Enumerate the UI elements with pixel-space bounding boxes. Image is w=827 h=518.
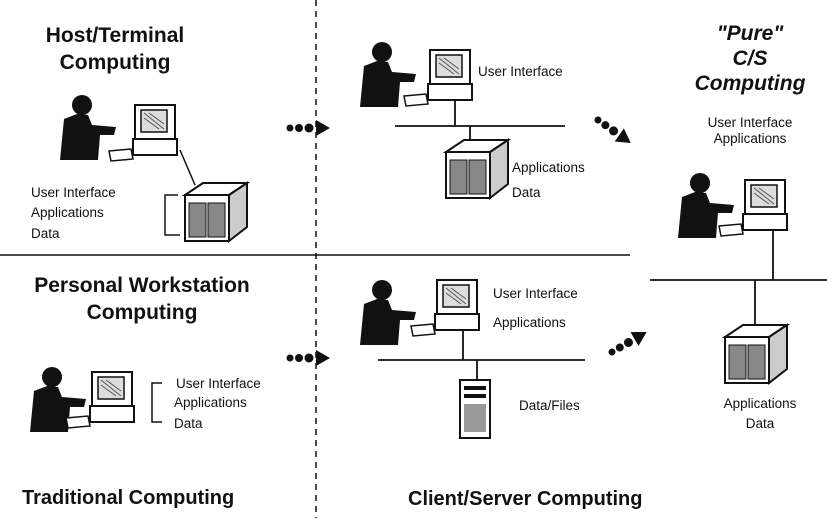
pure-title-line3: Computing: [694, 72, 806, 95]
cs-bottom-server-label: Data/Files: [519, 398, 580, 413]
cs-bottom-client-label-ui: User Interface: [493, 286, 578, 301]
host-title-line2: Computing: [59, 51, 171, 74]
pure-client-label-apps: Applications: [713, 131, 787, 146]
host-label-data: Data: [31, 226, 60, 241]
personal-label-ui: User Interface: [176, 376, 261, 391]
host-label-apps: Applications: [31, 205, 104, 220]
host-title-line1: Host/Terminal: [45, 24, 185, 47]
pure-title-line1: "Pure": [716, 22, 784, 45]
personal-label-data: Data: [174, 416, 203, 431]
pure-server-label-apps: Applications: [723, 396, 797, 411]
personal-title-line2: Computing: [86, 301, 198, 324]
cs-bottom-client-label-apps: Applications: [493, 315, 566, 330]
cs-top-client-label: User Interface: [478, 64, 563, 79]
pure-title-line2: C/S: [732, 47, 768, 70]
pure-client-label-ui: User Interface: [707, 115, 793, 130]
personal-title-line1: Personal Workstation: [34, 274, 250, 297]
pure-server-label-data: Data: [745, 416, 775, 431]
cs-top-server-label-data: Data: [512, 185, 541, 200]
footer-client-server: Client/Server Computing: [408, 488, 643, 510]
personal-label-apps: Applications: [174, 395, 247, 410]
cs-top-server-label-apps: Applications: [512, 160, 585, 175]
host-label-ui: User Interface: [31, 185, 116, 200]
footer-traditional: Traditional Computing: [22, 487, 235, 509]
